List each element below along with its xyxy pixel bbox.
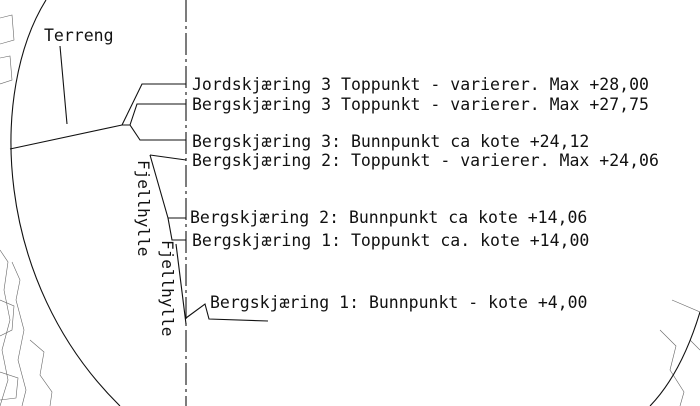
- rock-cut-2: [149, 154, 187, 161]
- terrain-label: Terreng: [44, 26, 114, 45]
- detail-circle-left: [10, 0, 121, 406]
- level-label: Bergskjæring 2: Bunnpunkt ca kote +14,06: [190, 208, 587, 227]
- map-background: [0, 14, 700, 406]
- detail-circle-right: [649, 311, 700, 406]
- soil-cut-3: [121, 83, 186, 126]
- shelf-label-upper: Fjellhylle: [134, 160, 153, 256]
- rock-cut-2-face: [149, 154, 186, 219]
- shelf-label-lower: Fjellhylle: [158, 240, 177, 336]
- rock-cut-1-face: [175, 243, 187, 325]
- rock-cut-1: [167, 217, 186, 241]
- level-label: Bergskjæring 3 Toppunkt - varierer. Max …: [192, 95, 649, 114]
- level-label: Bergskjæring 3: Bunnpunkt ca kote +24,12: [192, 132, 589, 151]
- level-label: Bergskjæring 1: Toppunkt ca. kote +14,00: [192, 231, 589, 250]
- level-label: Bergskjæring 2: Toppunkt - varierer. Max…: [192, 151, 659, 170]
- terrain-leader: [59, 45, 68, 125]
- terrain-profile: [9, 103, 186, 150]
- level-label: Bergskjæring 1: Bunnpunkt - kote +4,00: [210, 293, 588, 312]
- level-label: Jordskjæring 3 Toppunkt - varierer. Max …: [192, 75, 649, 94]
- rock-cut-1-bottom: [185, 303, 269, 322]
- rock-cut-3: [129, 124, 186, 141]
